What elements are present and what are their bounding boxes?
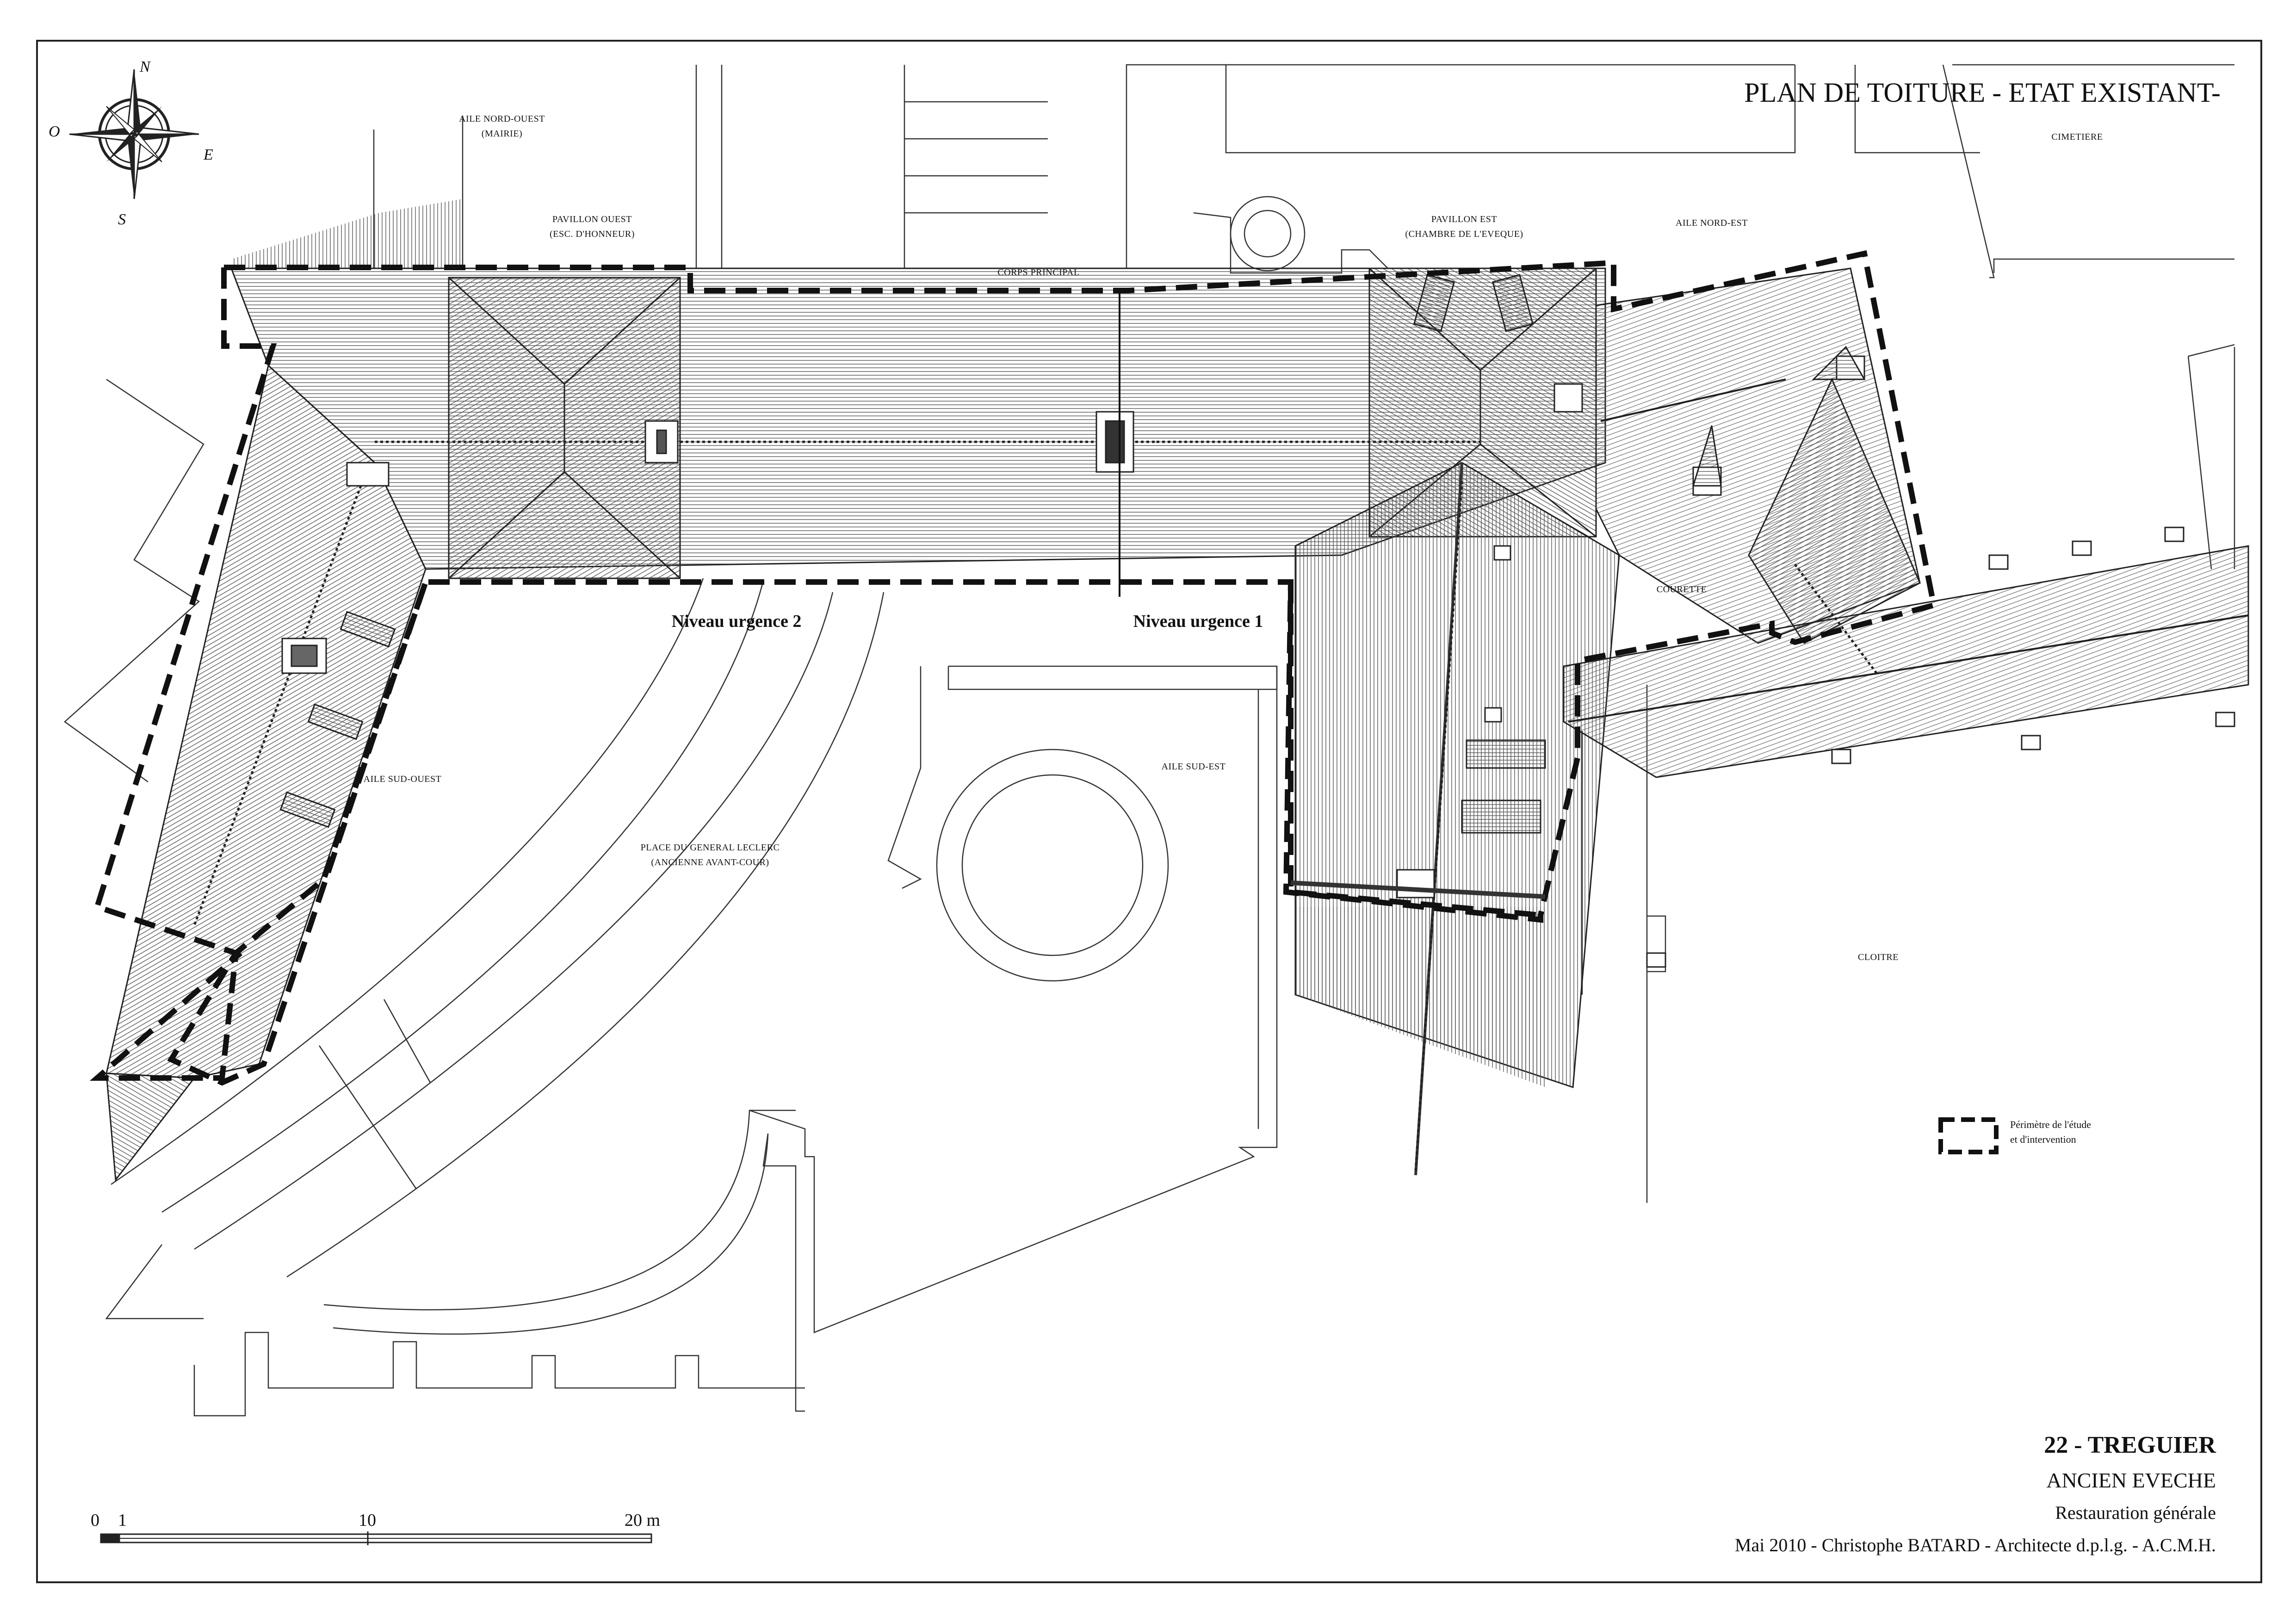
compass-n: N — [139, 58, 151, 75]
label-cimetiere: CIMETIERE — [2051, 132, 2103, 142]
legend-swatch — [1938, 1117, 1999, 1154]
title-block-subject: Restauration générale — [2055, 1502, 2216, 1523]
title-block-code: 22 - TREGUIER — [2044, 1432, 2216, 1458]
sheet-frame — [36, 40, 2262, 1583]
page-title: PLAN DE TOITURE - ETAT EXISTANT- — [1744, 77, 2221, 108]
label-courette: COURETTE — [1657, 584, 1707, 595]
legend-line1: Périmètre de l'étude — [2010, 1119, 2091, 1130]
label-ancienne-avant-cour: (ANCIENNE AVANT-COUR) — [651, 857, 769, 867]
label-corps-principal: CORPS PRINCIPAL — [997, 267, 1079, 278]
label-chambre-eveque: (CHAMBRE DE L'EVEQUE) — [1405, 229, 1523, 239]
scale-10: 10 — [359, 1511, 376, 1530]
ridge-lines — [193, 440, 1879, 1171]
compass-w: O — [49, 123, 60, 140]
roof-aile-nord-ouest — [231, 199, 463, 268]
title-block: 22 - TREGUIER ANCIEN EVECHE Restauration… — [1735, 1432, 2216, 1555]
compass-s: S — [118, 211, 126, 228]
scale-bar: 0 1 10 20 m — [91, 1511, 660, 1545]
label-mairie: (MAIRIE) — [482, 129, 522, 139]
label-cloitre: CLOITRE — [1858, 952, 1899, 962]
scale-0: 0 — [91, 1511, 99, 1530]
roundabout — [936, 749, 1169, 982]
area-labels: AILE NORD-OUEST (MAIRIE) PAVILLON OUEST … — [364, 114, 2103, 962]
sud-est-ridge — [1290, 880, 1546, 899]
compass-e: E — [203, 146, 213, 163]
label-pavillon-ouest: PAVILLON OUEST — [552, 214, 632, 224]
label-aile-nord-ouest: AILE NORD-OUEST — [459, 114, 545, 124]
study-perimeter-2 — [93, 267, 1541, 1086]
study-perimeter — [89, 250, 1937, 1081]
context-lines — [64, 64, 2235, 1417]
title-block-credits: Mai 2010 - Christophe BATARD - Architect… — [1735, 1535, 2216, 1555]
label-urgence-2: Niveau urgence 2 — [672, 612, 802, 631]
dormers — [279, 274, 1866, 834]
legend: Périmètre de l'étude et d'intervention — [1938, 1117, 2091, 1154]
label-aile-sud-est: AILE SUD-EST — [1162, 762, 1226, 772]
legend-line2: et d'intervention — [2010, 1134, 2076, 1145]
label-esc-honneur: (ESC. D'HONNEUR) — [550, 229, 635, 239]
scale-1: 1 — [118, 1511, 127, 1530]
label-aile-nord-est: AILE NORD-EST — [1676, 218, 1748, 228]
compass-rose: N S E O — [49, 58, 213, 228]
scale-20m: 20 m — [625, 1511, 660, 1530]
label-urgence-1: Niveau urgence 1 — [1133, 612, 1263, 631]
title-block-name: ANCIEN EVECHE — [2046, 1468, 2216, 1492]
roof-cloitre-wing — [1563, 545, 2249, 778]
label-pavillon-est: PAVILLON EST — [1431, 214, 1497, 224]
label-place: PLACE DU GENERAL LECLERC — [641, 842, 780, 853]
label-aile-sud-ouest: AILE SUD-OUEST — [364, 774, 442, 784]
